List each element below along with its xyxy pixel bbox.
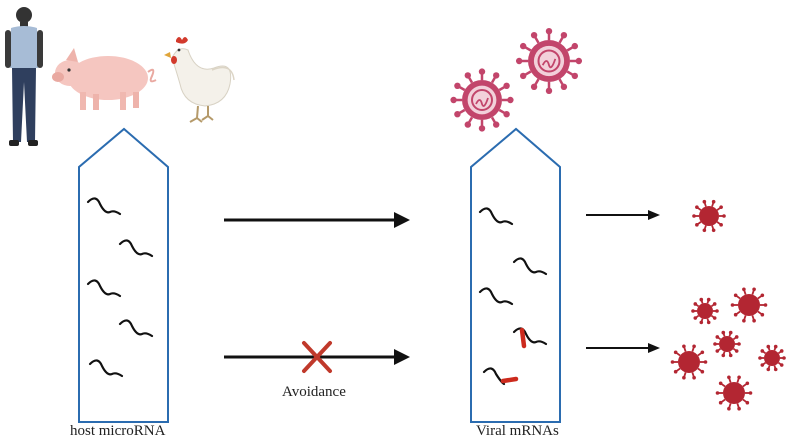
mirna-strand bbox=[86, 279, 122, 298]
host-microrna-label: host microRNA bbox=[70, 423, 166, 439]
small-virus-icon bbox=[730, 287, 768, 323]
small-virus-icon bbox=[691, 297, 719, 325]
binding-site-mark bbox=[519, 327, 527, 349]
mirna-strand bbox=[88, 359, 124, 378]
small-virus-icon bbox=[670, 344, 708, 380]
mirna-strand bbox=[118, 239, 154, 258]
large-virus-icon bbox=[450, 68, 514, 132]
viral-mrna-strand bbox=[478, 287, 514, 306]
small-virus-icon bbox=[715, 375, 753, 411]
avoidance-cross-icon bbox=[302, 341, 332, 373]
viral-mrnas-label: Viral mRNAs bbox=[476, 423, 559, 439]
small-virus-icon bbox=[758, 344, 786, 372]
mirna-strand bbox=[118, 319, 154, 338]
binding-site-mark bbox=[500, 376, 519, 384]
avoidance-label: Avoidance bbox=[282, 384, 346, 400]
small-virus-icon bbox=[713, 330, 741, 358]
human-icon bbox=[5, 7, 43, 146]
viral-mrna-strand bbox=[512, 327, 548, 346]
viral-mrna-container bbox=[470, 127, 561, 423]
viral-mrna-strand bbox=[478, 207, 514, 226]
small-virus-icon bbox=[692, 199, 726, 233]
pig-icon bbox=[52, 48, 157, 110]
mirna-strand bbox=[86, 197, 122, 216]
chicken-icon bbox=[164, 37, 235, 123]
large-virus-icon bbox=[515, 27, 583, 95]
viral-mrna-strand bbox=[512, 257, 548, 276]
host-mirna-container bbox=[78, 127, 169, 423]
